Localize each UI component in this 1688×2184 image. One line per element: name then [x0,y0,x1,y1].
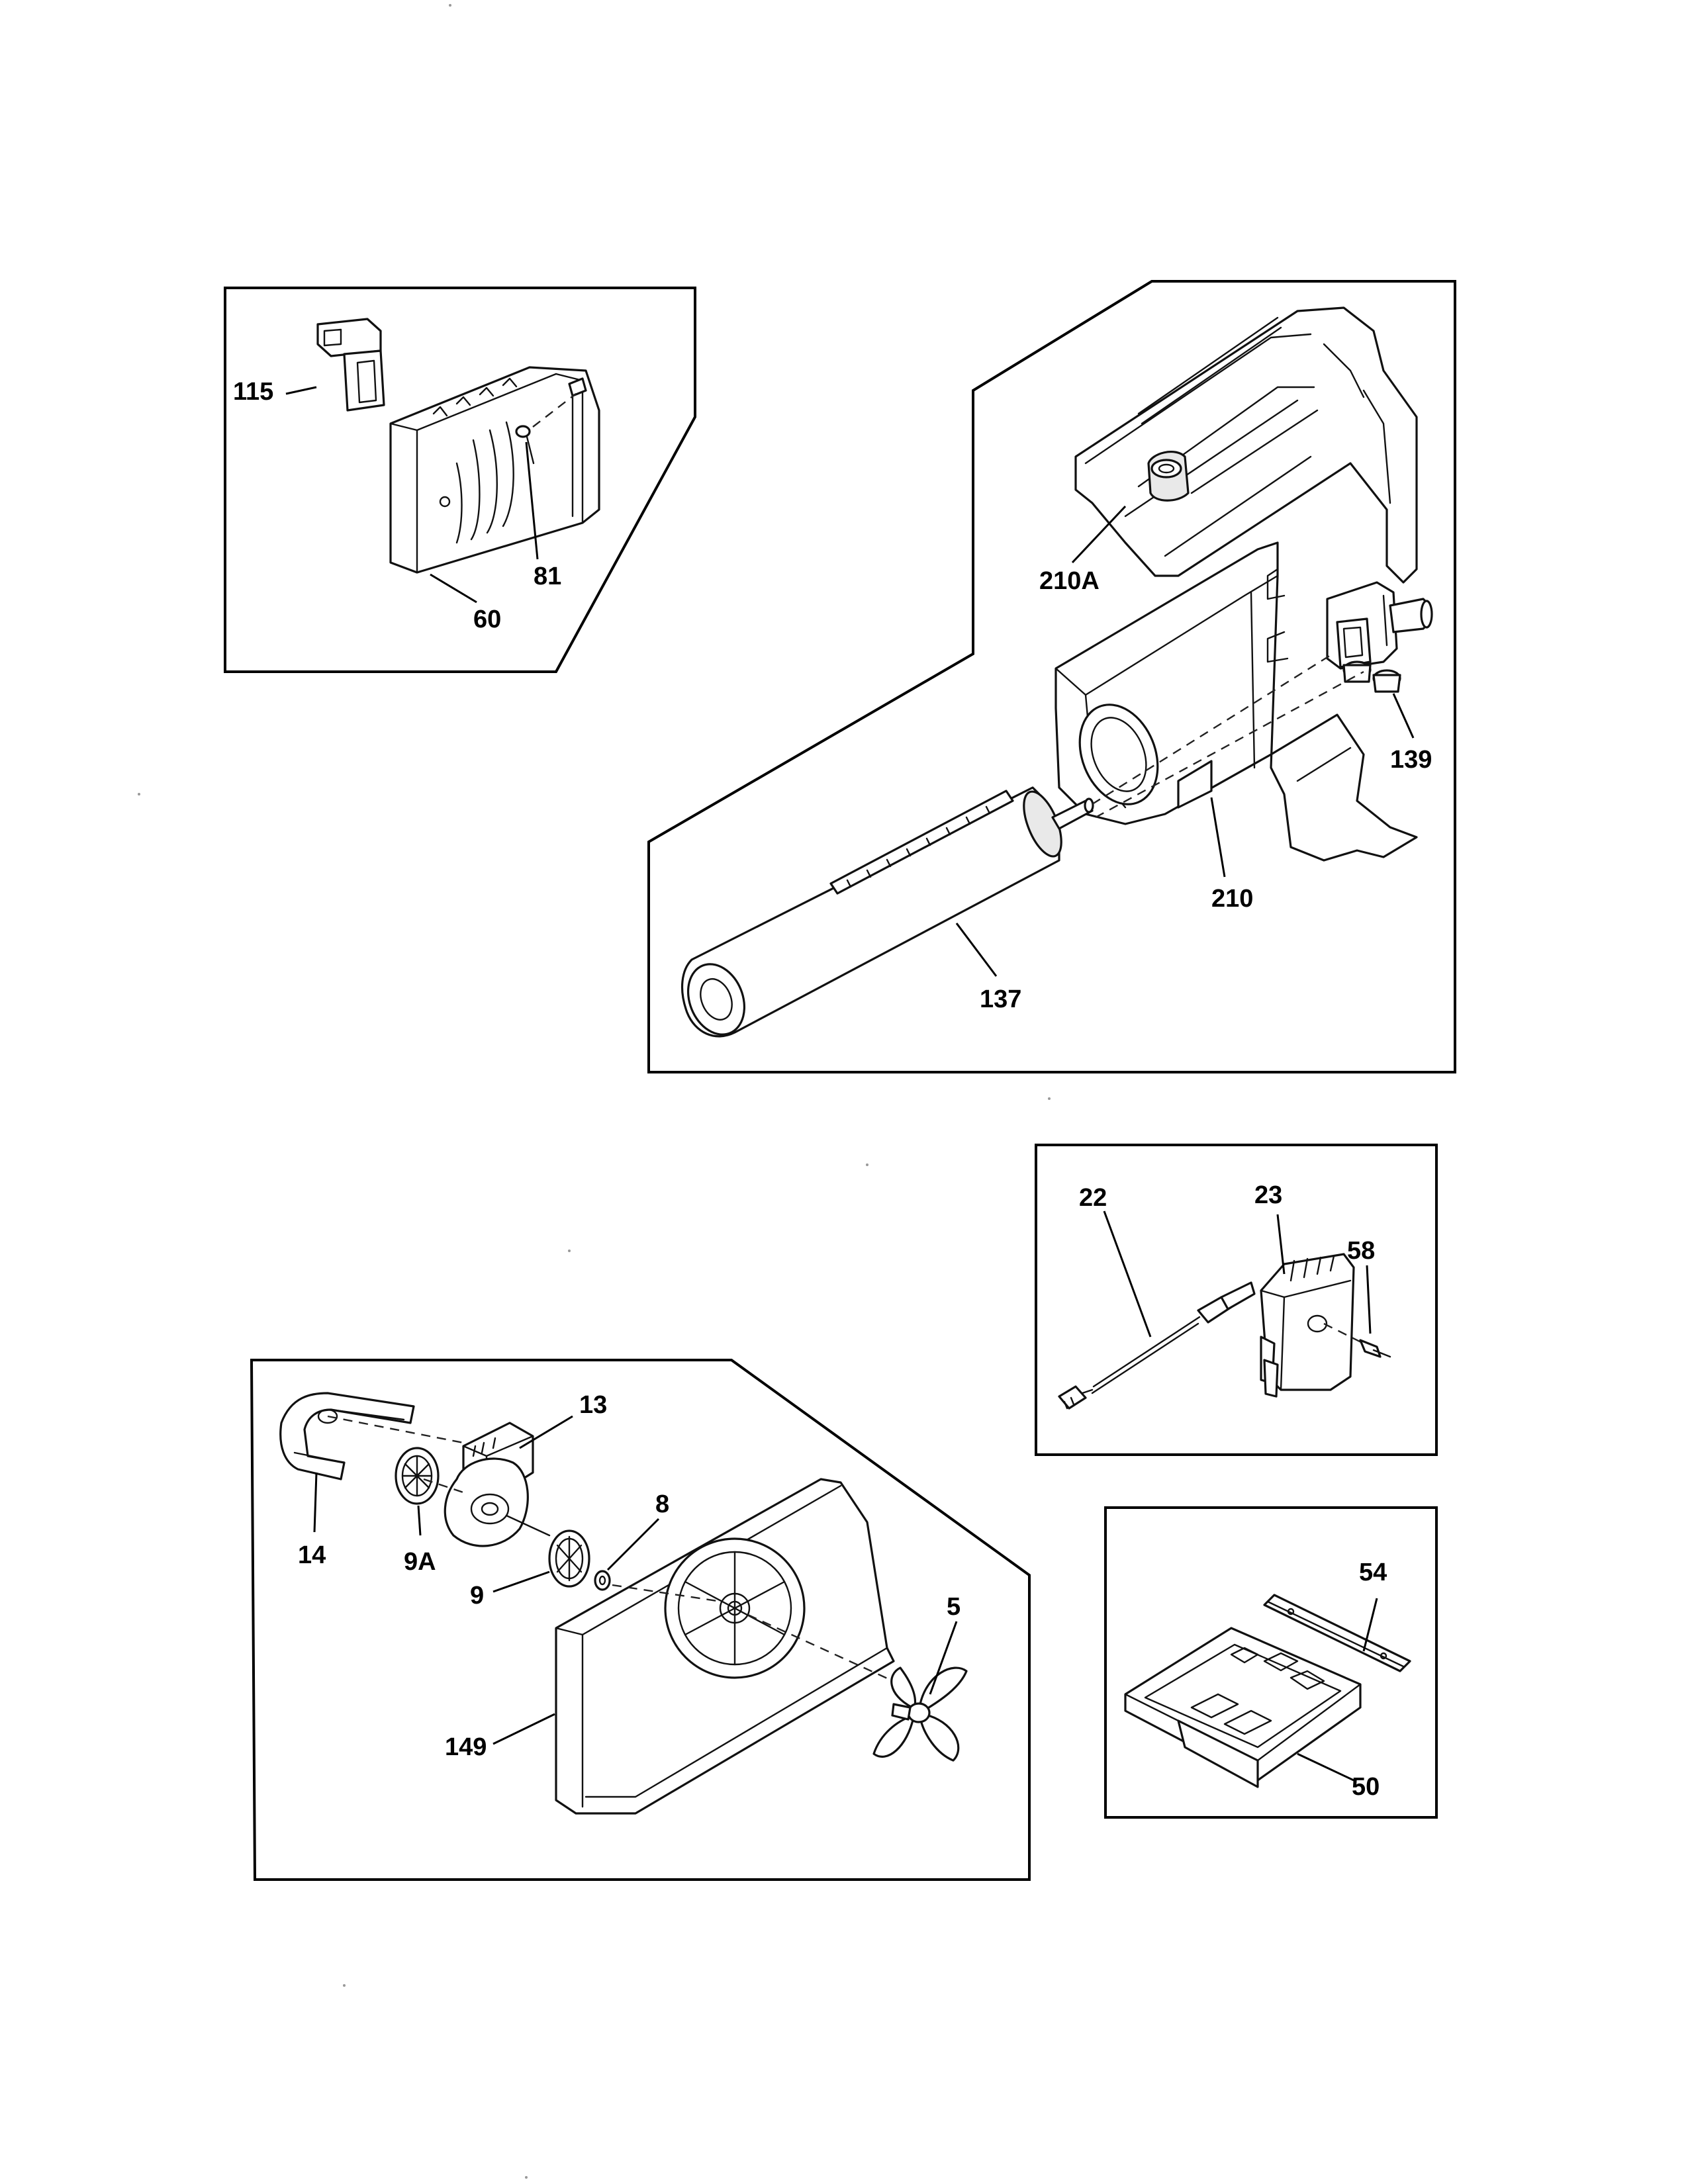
callout-54: 54 [1359,1559,1387,1586]
callout-210: 210 [1211,885,1253,913]
callout-9A: 9A [404,1548,436,1576]
panel-tray: 54 50 [1104,1506,1438,1819]
leader-58 [1366,1265,1372,1334]
callout-5: 5 [947,1593,961,1621]
callout-58: 58 [1347,1237,1375,1265]
part-58-screw [1323,1322,1391,1358]
part-9A-wheel [395,1447,440,1505]
leader-13 [519,1415,573,1449]
part-50-tray [1124,1627,1362,1788]
part-210A-housing [1074,306,1418,584]
part-137-filter [680,654,1364,1038]
panel-heater-frame [1035,1144,1438,1456]
panel-filter: 210A 139 210 137 [647,280,1456,1073]
part-5-fan-blade [872,1666,968,1762]
callout-13: 13 [579,1391,607,1419]
callout-9: 9 [470,1582,484,1610]
part-23-block [1260,1253,1355,1398]
leader-14 [313,1472,318,1533]
part-149-shroud [555,1478,901,1815]
panel-heater: 22 23 58 [1035,1144,1438,1456]
part-210-bracket [1055,541,1418,862]
panel-filter-frame [647,280,1456,1073]
panel-fan: 13 8 5 14 9A 9 149 [250,1359,1031,1881]
part-13-motor [327,1415,551,1547]
part-81-screw [515,393,577,465]
part-22-wire [1058,1281,1256,1410]
callout-149: 149 [445,1733,487,1761]
panel-tray-frame [1104,1506,1438,1819]
panel-upper-left-frame [224,287,696,673]
leader-137 [955,923,998,977]
part-139-valve [1326,581,1433,693]
part-60-cover [389,366,600,574]
leader-23 [1276,1214,1286,1275]
leader-210A [1071,505,1127,564]
callout-8: 8 [655,1490,669,1518]
leader-9A [417,1505,422,1536]
callout-23: 23 [1254,1181,1282,1209]
part-8-washer [594,1570,611,1591]
leader-60 [430,573,477,604]
callout-137: 137 [980,985,1021,1013]
part-14-bracket [279,1392,415,1480]
leader-115 [285,386,317,395]
callout-60: 60 [473,606,501,633]
leader-54 [1362,1598,1378,1652]
callout-115: 115 [233,378,273,406]
callout-139: 139 [1390,746,1432,774]
callout-50: 50 [1352,1773,1380,1801]
leader-8 [606,1518,660,1571]
callout-22: 22 [1079,1184,1107,1212]
scan-specks [138,4,1051,2179]
leader-9 [492,1570,550,1593]
leader-81 [525,441,539,560]
callout-210A: 210A [1039,567,1100,595]
part-115-connector [316,318,385,412]
leader-5 [929,1621,958,1695]
leader-139 [1392,693,1415,739]
part-54-strip [1263,1594,1411,1672]
leader-22 [1103,1210,1152,1338]
panel-upper-left: 115 81 60 [224,287,696,673]
part-9-wheel [548,1529,590,1588]
leader-149 [492,1713,555,1745]
callout-14: 14 [298,1541,326,1569]
panel-fan-frame [250,1359,1031,1881]
leader-210 [1210,797,1226,878]
callout-81: 81 [534,563,561,590]
leader-50 [1297,1752,1354,1782]
